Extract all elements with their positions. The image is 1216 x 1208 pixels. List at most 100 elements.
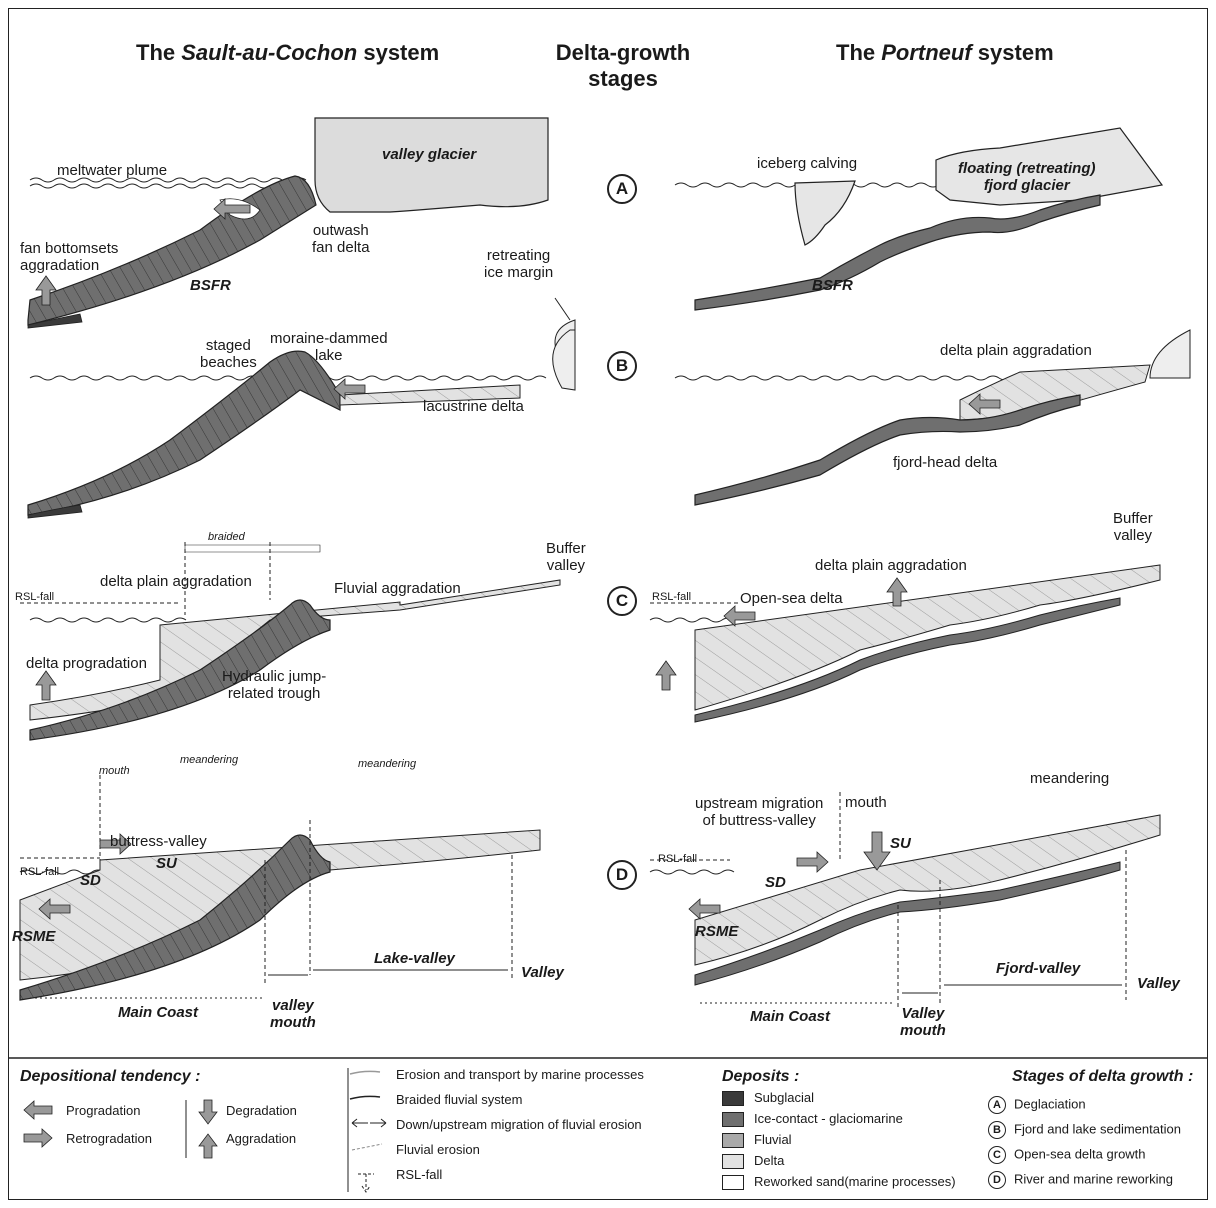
deposit-swatch	[722, 1091, 744, 1107]
deposit-subglacial: Subglacial	[722, 1090, 956, 1111]
iceberg	[794, 180, 856, 246]
label-rsl-fall-c-right: RSL-fall	[652, 591, 692, 603]
label-bsfr-right: BSFR	[812, 277, 853, 294]
label-delta-progradation: delta progradation	[26, 655, 147, 672]
legend-degradation-icons	[185, 1099, 218, 1159]
deposit-delta: Delta	[722, 1153, 956, 1174]
label-sd-left: SD	[80, 872, 101, 889]
deposit-swatch	[722, 1133, 744, 1149]
legend-aggradation: Aggradation	[226, 1131, 297, 1146]
subglacial-deposit-a	[27, 313, 83, 329]
stage-marker-b: B	[607, 351, 637, 381]
legend-process-braided: Braided fluvial system	[396, 1092, 523, 1107]
stage-letter-icon: A	[988, 1096, 1006, 1114]
marine-erosion-symbol	[349, 1070, 381, 1075]
ice-contact-deposit-a-right	[694, 194, 1101, 311]
deposit-swatch	[722, 1112, 744, 1128]
label-floating-fjord-glacier: floating (retreating)fjord glacier	[958, 160, 1096, 194]
left-system-title: The Sault-au-Cochon system	[136, 40, 440, 65]
deposit-ice-contact: Ice-contact - glaciomarine	[722, 1111, 956, 1132]
stage-marker-a: A	[607, 174, 637, 204]
figure-frame	[8, 8, 1208, 1200]
retrogradation-icon	[23, 1128, 53, 1148]
label-fjord-valley: Fjord-valley	[996, 960, 1081, 977]
label-bsfr-left: BSFR	[190, 277, 231, 294]
legend-deposits-list: Subglacial Ice-contact - glaciomarine Fl…	[722, 1090, 956, 1195]
label-braided: braided	[208, 531, 245, 543]
rsl-fall-symbol	[358, 1173, 374, 1193]
label-mouth-right: mouth	[845, 794, 887, 811]
ice-contact-deposit-b	[27, 350, 341, 516]
stage-marker-c: C	[607, 586, 637, 616]
label-rsme-right: RSME	[695, 923, 739, 940]
stage-a-left	[27, 117, 576, 361]
legend-depositional-title: Depositional tendency :	[20, 1068, 201, 1085]
valley-glacier	[314, 117, 549, 213]
ice-contact-deposit-c	[29, 599, 331, 741]
stage-d-left	[19, 775, 541, 1001]
legend-process-migration: Down/upstream migration of fluvial erosi…	[396, 1117, 642, 1132]
stage-d-right	[649, 792, 1161, 1010]
label-delta-plain-aggradation-c-right: delta plain aggradation	[815, 557, 967, 574]
legend-depositional-icons	[23, 1100, 53, 1148]
label-main-coast-right: Main Coast	[750, 1008, 831, 1025]
label-lacustrine-delta: lacustrine delta	[423, 398, 524, 415]
label-rsme-left: RSME	[12, 928, 56, 945]
legend-degradation: Degradation	[226, 1103, 297, 1118]
stage-b-right	[674, 329, 1191, 506]
stage-a-right	[674, 127, 1164, 311]
label-rsl-fall-d-left: RSL-fall	[20, 866, 60, 878]
label-rsl-fall-c-left: RSL-fall	[15, 591, 55, 603]
legend-stages-title: Stages of delta growth :	[1012, 1068, 1194, 1085]
open-sea-delta-wedge	[694, 564, 1161, 711]
label-valley-glacier: valley glacier	[382, 146, 477, 163]
legend-progradation: Progradation	[66, 1103, 141, 1118]
label-delta-plain-aggradation-b: delta plain aggradation	[940, 342, 1092, 359]
stage-b-left	[27, 329, 576, 519]
braided-system-symbol	[349, 1095, 381, 1100]
legend-retrogradation: Retrogradation	[66, 1131, 152, 1146]
label-mouth-left: mouth	[99, 765, 130, 777]
floating-fjord-glacier	[935, 127, 1164, 206]
label-iceberg-calving: iceberg calving	[757, 155, 858, 172]
label-delta-plain-aggradation-c-left: delta plain aggradation	[100, 573, 252, 590]
label-open-sea-delta: Open-sea delta	[740, 590, 843, 607]
stage-letter-icon: B	[988, 1121, 1006, 1139]
deposit-fluvial: Fluvial	[722, 1132, 956, 1153]
delta-wedge-d-right	[694, 814, 1161, 966]
label-rsl-fall-d-right: RSL-fall	[658, 853, 698, 865]
water-line-a-left	[29, 177, 307, 183]
label-main-coast-left: Main Coast	[118, 1004, 199, 1021]
label-su-left: SU	[156, 855, 177, 872]
legend-process-marine: Erosion and transport by marine processe…	[396, 1067, 644, 1082]
deposit-swatch	[722, 1154, 744, 1170]
label-sd-right: SD	[765, 874, 786, 891]
right-system-title: The Portneuf system	[836, 40, 1054, 65]
legend-process-symbols	[347, 1068, 387, 1193]
progradation-icon	[23, 1100, 53, 1120]
stage-c-left	[20, 542, 561, 741]
label-fluvial-aggradation: Fluvial aggradation	[334, 580, 461, 597]
migration-symbol	[351, 1118, 387, 1128]
label-buttress-valley: buttress-valley	[110, 833, 207, 850]
aggradation-icon	[198, 1133, 218, 1159]
degradation-icon	[198, 1099, 218, 1125]
label-fjord-head-delta: fjord-head delta	[893, 454, 998, 471]
stage-c-right	[649, 564, 1161, 723]
fluvial-erosion-symbol	[351, 1143, 383, 1151]
aggradation-arrow	[35, 275, 57, 306]
progradation-arrow	[213, 198, 251, 220]
delta-growth-diagram	[8, 117, 1208, 1059]
